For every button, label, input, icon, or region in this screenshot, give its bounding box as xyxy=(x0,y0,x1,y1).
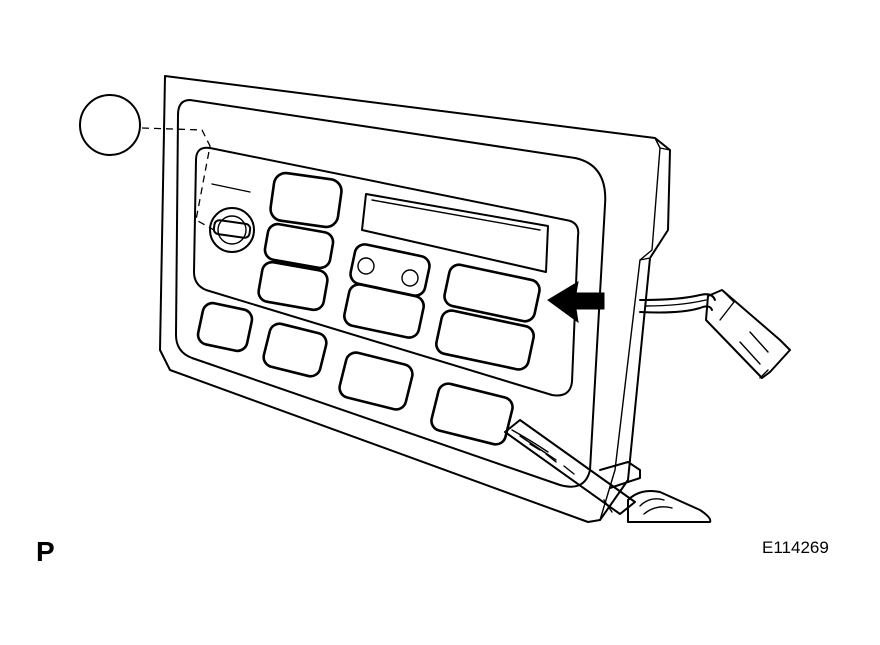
panel-button xyxy=(257,260,329,312)
panel-button xyxy=(435,309,535,371)
panel-button xyxy=(343,283,425,339)
display-window xyxy=(361,193,549,273)
connector-cable xyxy=(639,293,716,301)
connector-plug xyxy=(705,289,791,379)
callout-leader xyxy=(141,127,215,231)
panel-button xyxy=(263,222,335,270)
panel-button xyxy=(196,301,254,353)
outer-bezel xyxy=(159,75,671,523)
bezel-side-edge xyxy=(599,137,661,521)
panel-button xyxy=(443,263,541,323)
inner-frame xyxy=(175,99,607,488)
corner-label: P xyxy=(36,536,55,567)
pointer-arrow xyxy=(547,281,605,324)
callout-circle xyxy=(79,94,141,156)
panel-button xyxy=(430,382,514,446)
rotary-knob xyxy=(209,207,255,253)
figure-code: E114269 xyxy=(762,538,829,557)
screwdriver-handle xyxy=(627,490,712,523)
screwdriver-shaft xyxy=(504,419,636,515)
panel-face xyxy=(193,146,580,397)
panel-button xyxy=(262,322,328,378)
panel-button xyxy=(269,171,343,229)
panel-button xyxy=(338,351,414,411)
